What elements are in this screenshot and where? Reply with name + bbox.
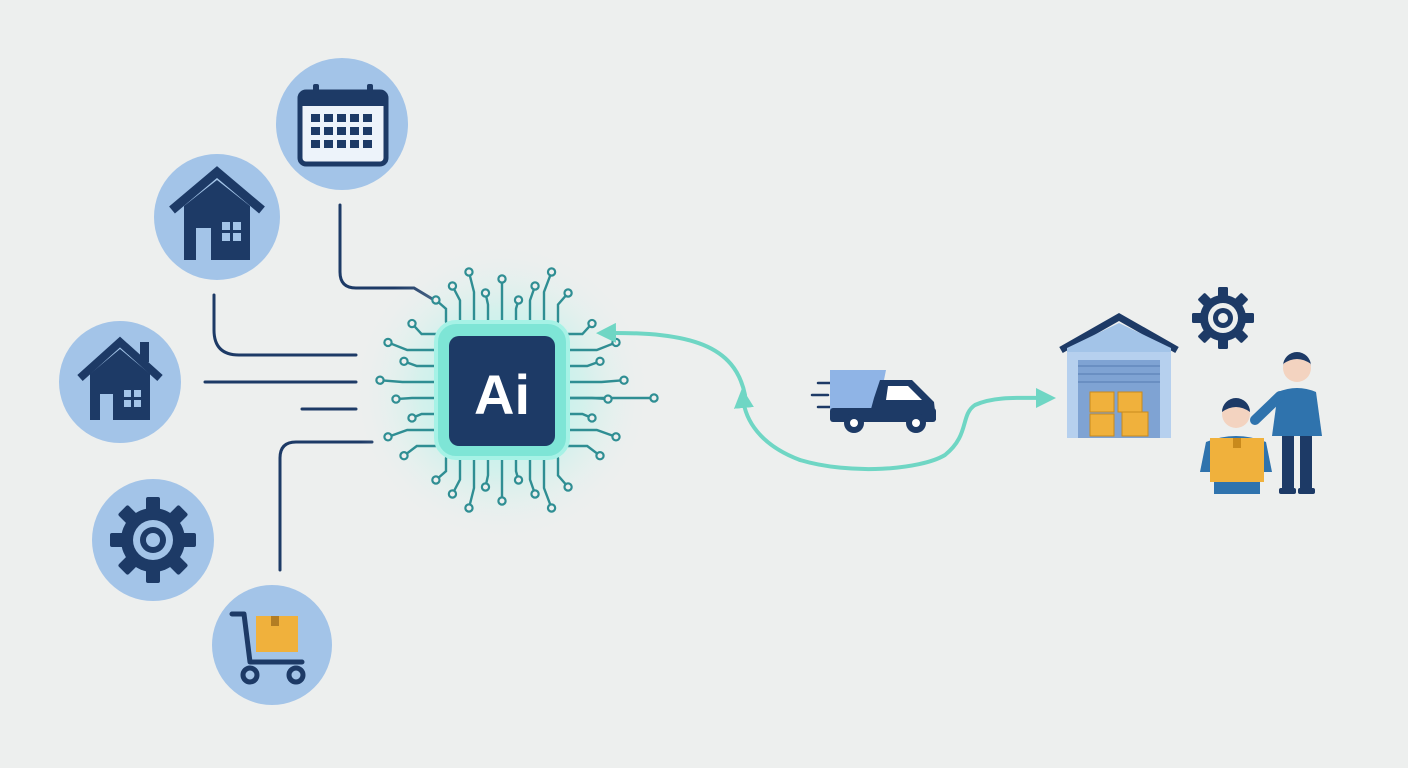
- gear-icon: [110, 497, 196, 583]
- circuit-node: [530, 489, 540, 499]
- output-warehouse: [1059, 312, 1179, 438]
- delivery-truck-icon: [810, 370, 936, 433]
- circuit-node: [563, 288, 573, 298]
- circuit-node: [447, 281, 458, 291]
- circuit-trace: [467, 270, 476, 324]
- circuit-trace: [528, 284, 537, 324]
- circuit-node: [649, 393, 659, 403]
- circuit-trace: [556, 456, 570, 489]
- gear-icon: [1192, 287, 1254, 349]
- circuit-trace: [566, 444, 602, 457]
- flow-arrow-up: [733, 388, 802, 462]
- ai-chip: Ai: [352, 242, 659, 542]
- circuit-node: [546, 503, 557, 513]
- circuit-node: [383, 432, 393, 442]
- circuit-node: [513, 475, 524, 485]
- circuit-trace: [378, 379, 438, 384]
- circuit-node: [391, 394, 401, 404]
- circuit-node: [587, 318, 597, 329]
- circuit-node: [619, 375, 629, 385]
- flow-arrow-to-warehouse: [798, 387, 1056, 472]
- circuit-trace: [402, 444, 438, 457]
- circuit-trace: [451, 284, 462, 324]
- circuit-trace: [556, 291, 570, 324]
- house-icon: [77, 336, 163, 420]
- input-cart: [212, 585, 332, 705]
- circuit-trace: [451, 456, 462, 496]
- circuit-node: [383, 337, 393, 348]
- circuit-node: [603, 394, 613, 404]
- circuit-node: [431, 475, 441, 485]
- worker-standing: [1250, 352, 1322, 494]
- circuit-node: [595, 356, 605, 367]
- circuit-node: [497, 496, 507, 506]
- output-gear: [1192, 287, 1254, 349]
- circuit-node: [595, 451, 605, 461]
- circuit-node: [407, 413, 417, 423]
- circuit-node: [611, 337, 621, 348]
- input-house-1: [154, 154, 280, 280]
- connector-house-1: [212, 293, 358, 357]
- circuit-nodes: [375, 267, 659, 513]
- input-connectors: [203, 203, 436, 572]
- input-house-2: [59, 321, 181, 443]
- house-icon: [169, 166, 265, 260]
- circuit-node: [563, 482, 573, 492]
- circuit-trace: [386, 428, 438, 439]
- circuit-trace: [410, 322, 438, 336]
- circuit-trace: [386, 341, 438, 352]
- circuit-node: [464, 503, 474, 513]
- chip-label: Ai: [474, 363, 530, 426]
- circuit-node: [611, 432, 621, 442]
- input-gear: [92, 479, 214, 601]
- circuit-trace: [467, 456, 476, 510]
- circuit-node: [587, 413, 597, 423]
- hand-truck-box-icon: [229, 611, 306, 685]
- circuit-node: [375, 375, 385, 385]
- output-flow: [596, 322, 1056, 472]
- circuit-trace: [566, 379, 626, 384]
- connector-calendar: [338, 203, 436, 302]
- warehouse-icon: [1059, 312, 1179, 438]
- circuit-trace: [528, 456, 537, 496]
- circuit-trace: [542, 270, 553, 324]
- circuit-node: [530, 281, 540, 291]
- circuit-node: [480, 482, 491, 492]
- circuit-trace: [542, 456, 553, 510]
- circuit-node: [513, 295, 524, 305]
- input-calendar: [276, 58, 408, 190]
- circuit-node: [464, 267, 474, 277]
- circuit-node: [447, 489, 458, 499]
- flow-arrow-to-chip: [596, 322, 747, 397]
- workers-icon: [1200, 352, 1322, 494]
- circuit-node: [546, 267, 557, 277]
- circuit-node: [399, 451, 409, 461]
- circuit-trace: [566, 428, 618, 439]
- calendar-icon: [297, 84, 389, 167]
- circuit-node: [407, 318, 417, 329]
- worker-with-box: [1200, 398, 1272, 494]
- circuit-trace: [566, 341, 618, 352]
- circuit-node: [399, 356, 409, 367]
- connector-cart: [278, 440, 374, 572]
- output-people: [1200, 352, 1322, 494]
- circuit-node: [480, 288, 491, 298]
- circuit-node: [431, 295, 441, 305]
- output-truck: [810, 370, 936, 433]
- circuit-trace: [566, 322, 594, 336]
- circuit-node: [497, 274, 507, 284]
- circuit-trace: [394, 396, 438, 401]
